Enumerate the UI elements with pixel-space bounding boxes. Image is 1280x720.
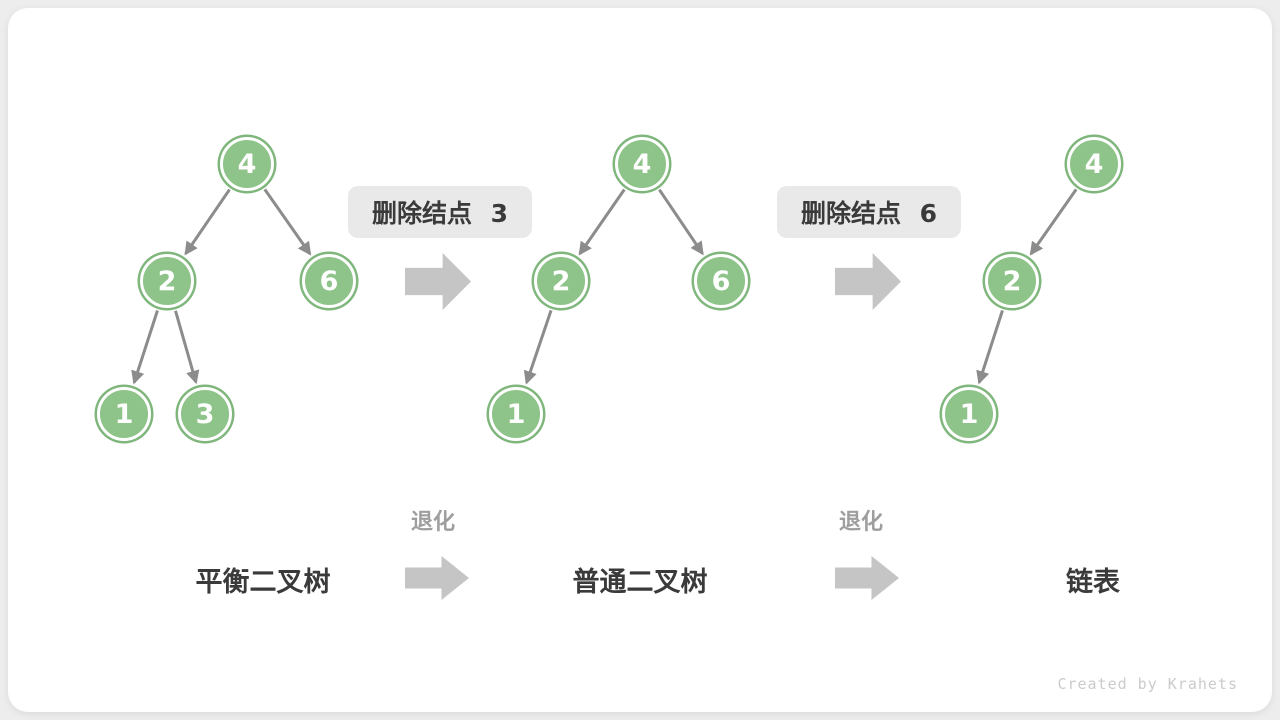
tree-node-balanced-binary-tree-1: 1	[97, 387, 151, 441]
tree-node-balanced-binary-tree-2: 2	[140, 254, 194, 308]
operation-label-delete-node-6: 删除结点 6	[776, 186, 962, 238]
tree-node-balanced-binary-tree-6: 6	[302, 254, 356, 308]
tree-node-balanced-binary-tree-4: 4	[220, 137, 274, 191]
tree-node-balanced-binary-tree-3: 3	[178, 387, 232, 441]
degrade-label-2: 退化	[838, 510, 884, 535]
tree-node-ordinary-binary-tree-1: 1	[489, 387, 543, 441]
caption-ordinary-binary-tree: 普通二叉树	[572, 567, 708, 598]
tree-node-linked-list-4: 4	[1067, 137, 1121, 191]
caption-balanced-binary-tree: 平衡二叉树	[195, 567, 331, 598]
watermark: Created by Krahets	[1057, 675, 1238, 693]
card-background	[8, 8, 1272, 712]
tree-node-ordinary-binary-tree-6: 6	[694, 254, 748, 308]
operation-label-delete-node-3: 删除结点 3	[347, 186, 533, 238]
tree-node-ordinary-binary-tree-2: 2	[534, 254, 588, 308]
tree-node-linked-list-1: 1	[942, 387, 996, 441]
degrade-label-1: 退化	[410, 510, 456, 535]
tree-node-linked-list-2: 2	[985, 254, 1039, 308]
tree-node-ordinary-binary-tree-4: 4	[615, 137, 669, 191]
caption-linked-list: 链表	[1066, 567, 1120, 598]
